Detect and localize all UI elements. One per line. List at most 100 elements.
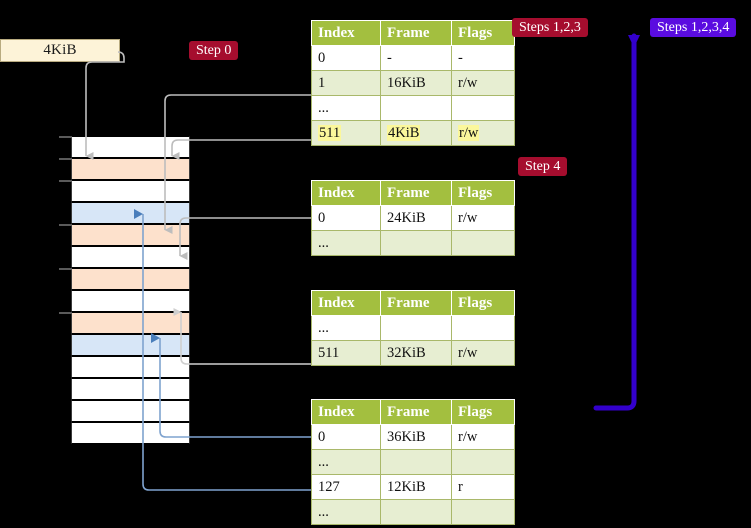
table-cell: 127: [311, 474, 381, 500]
table-cell: 1: [311, 70, 381, 96]
memory-frame-tick-2: [59, 180, 72, 182]
table-cell: -: [451, 45, 515, 71]
table-cell: r/w: [451, 340, 515, 366]
memory-frame-6: [59, 268, 190, 290]
column-header-flags: Flags: [451, 20, 515, 46]
table-cell: 16KiB: [380, 70, 452, 96]
badge-label: Step 4: [525, 158, 561, 174]
table-cell: r: [451, 474, 515, 500]
table-cell: [380, 449, 452, 475]
column-header-index: Index: [311, 180, 381, 206]
table-cell: [451, 499, 515, 525]
table-cell: r/w: [451, 70, 515, 96]
table-cell: 511: [311, 120, 381, 146]
column-header-frame: Frame: [380, 20, 452, 46]
column-header-flags: Flags: [451, 290, 515, 316]
table-row: ...: [311, 499, 515, 525]
table-cell: 32KiB: [380, 340, 452, 366]
memory-frame-tick-4: [59, 224, 72, 226]
table-cell: 12KiB: [380, 474, 452, 500]
table-cell: ...: [311, 449, 381, 475]
table-cell: ...: [311, 95, 381, 121]
column-header-index: Index: [311, 399, 381, 425]
table-cell: -: [380, 45, 452, 71]
memory-frame-tick-1: [59, 158, 72, 160]
badge-step-0: Step 0: [189, 41, 239, 60]
memory-frame-0: [59, 136, 190, 158]
table-cell: [380, 95, 452, 121]
badge-steps-1-2-3-4: Steps 1,2,3,4: [650, 18, 737, 37]
memory-frame-7: [71, 290, 190, 312]
table-cell: ...: [311, 230, 381, 256]
memory-frame-3: [71, 202, 190, 224]
memory-frame-13: [71, 422, 190, 444]
table-cell: 511: [311, 340, 381, 366]
table-cell: [380, 315, 452, 341]
table-cell: 24KiB: [380, 205, 452, 231]
table-cell: 0: [311, 205, 381, 231]
frame-size-label: 4KiB: [43, 42, 77, 58]
table-cell: [451, 315, 515, 341]
memory-frame-10: [71, 356, 190, 378]
table-cell: r/w: [451, 424, 515, 450]
table-row: ...: [311, 230, 515, 256]
highlighted-value: 511: [318, 124, 342, 141]
highlighted-value: r/w: [458, 124, 480, 141]
table-cell: [380, 499, 452, 525]
column-header-flags: Flags: [451, 399, 515, 425]
table-row: ...: [311, 449, 515, 475]
table-row: ...: [311, 315, 515, 341]
table-cell: ...: [311, 499, 381, 525]
memory-frame-5: [71, 246, 190, 268]
table-row: 0--: [311, 45, 515, 71]
badge-label: Step 0: [196, 42, 232, 58]
memory-frame-8: [59, 312, 190, 334]
memory-frame-9: [71, 334, 190, 356]
memory-frame-2: [59, 180, 190, 202]
table-cell: [380, 230, 452, 256]
frame-size-box: 4KiB: [0, 39, 120, 62]
memory-frame-12: [71, 400, 190, 422]
column-header-frame: Frame: [380, 290, 452, 316]
table-cell: 0: [311, 424, 381, 450]
memory-frame-11: [71, 378, 190, 400]
table-cell: [451, 95, 515, 121]
column-header-frame: Frame: [380, 399, 452, 425]
table-row: ...: [311, 95, 515, 121]
physical-memory-column: [59, 136, 190, 444]
table-cell: 36KiB: [380, 424, 452, 450]
memory-frame-1: [59, 158, 190, 180]
table-cell: r/w: [451, 205, 515, 231]
column-header-index: Index: [311, 20, 381, 46]
column-header-frame: Frame: [380, 180, 452, 206]
memory-frame-tick-8: [59, 312, 72, 314]
highlighted-value: 4KiB: [387, 124, 421, 141]
badge-label: Steps 1,2,3: [519, 19, 581, 35]
table-cell: r/w: [451, 120, 515, 146]
memory-frame-4: [59, 224, 190, 246]
table-cell: [451, 449, 515, 475]
table-cell: [451, 230, 515, 256]
column-header-index: Index: [311, 290, 381, 316]
column-header-flags: Flags: [451, 180, 515, 206]
table-cell: 0: [311, 45, 381, 71]
memory-frame-tick-0: [59, 136, 72, 138]
table-cell: 4KiB: [380, 120, 452, 146]
badge-label: Steps 1,2,3,4: [657, 19, 730, 35]
table-cell: ...: [311, 315, 381, 341]
table-row: 511 4KiB r/w: [311, 120, 515, 146]
